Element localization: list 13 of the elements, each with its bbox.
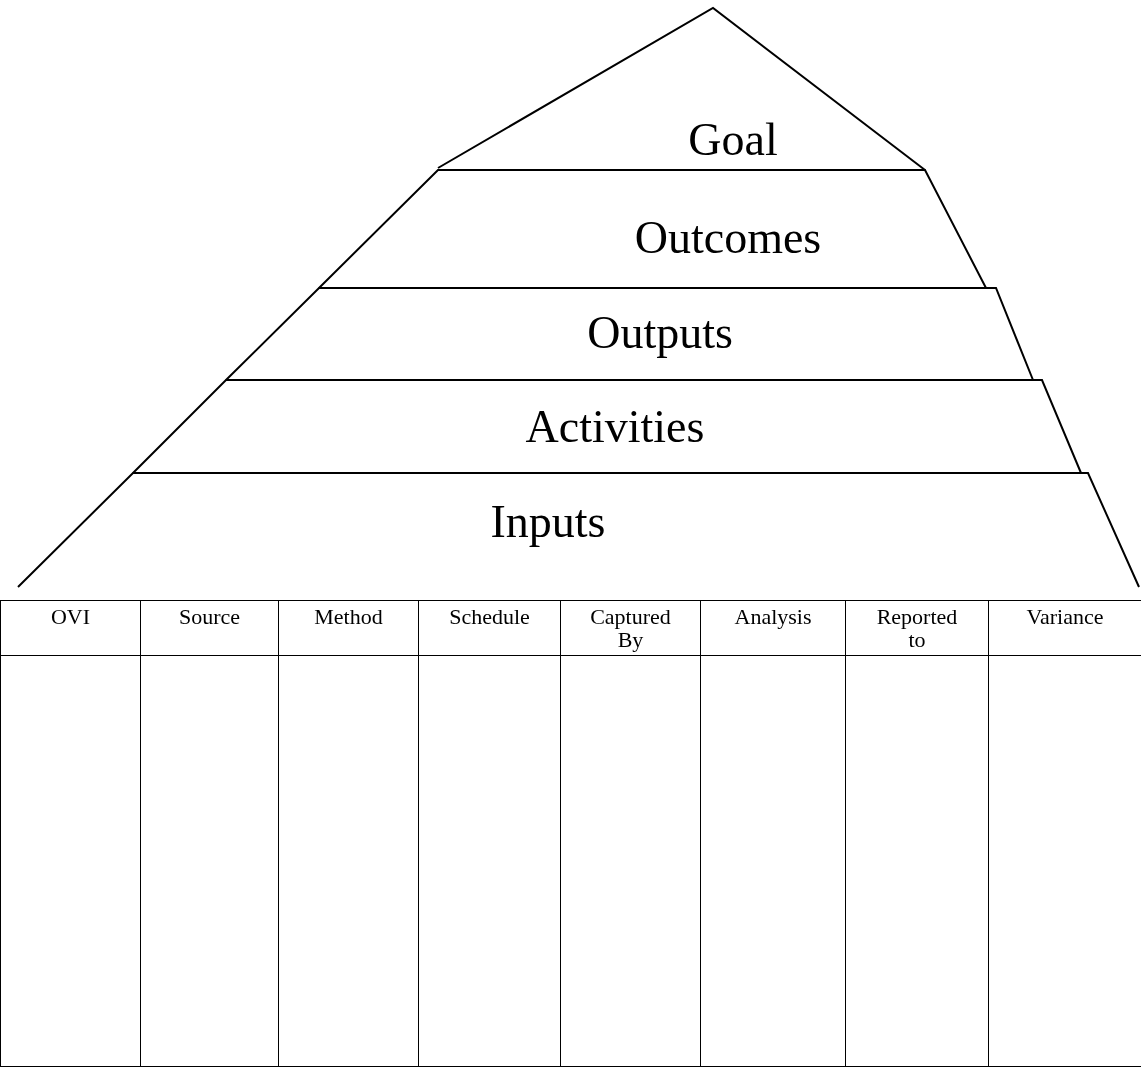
column-header: Method (314, 605, 383, 629)
level-label: Inputs (490, 499, 606, 545)
column-header: Analysis (734, 605, 812, 629)
column-header: Source (178, 605, 241, 629)
level-label: Goal (688, 117, 778, 163)
column-header: Schedule (449, 605, 530, 629)
level-label: Outputs (587, 310, 733, 356)
level-label: Activities (525, 404, 705, 450)
level-label: Outcomes (634, 215, 822, 261)
column-header: Captured By (589, 605, 672, 652)
column-header: Reported to (875, 605, 959, 652)
column-header: Variance (1026, 605, 1104, 629)
column-header: OVI (50, 605, 91, 629)
